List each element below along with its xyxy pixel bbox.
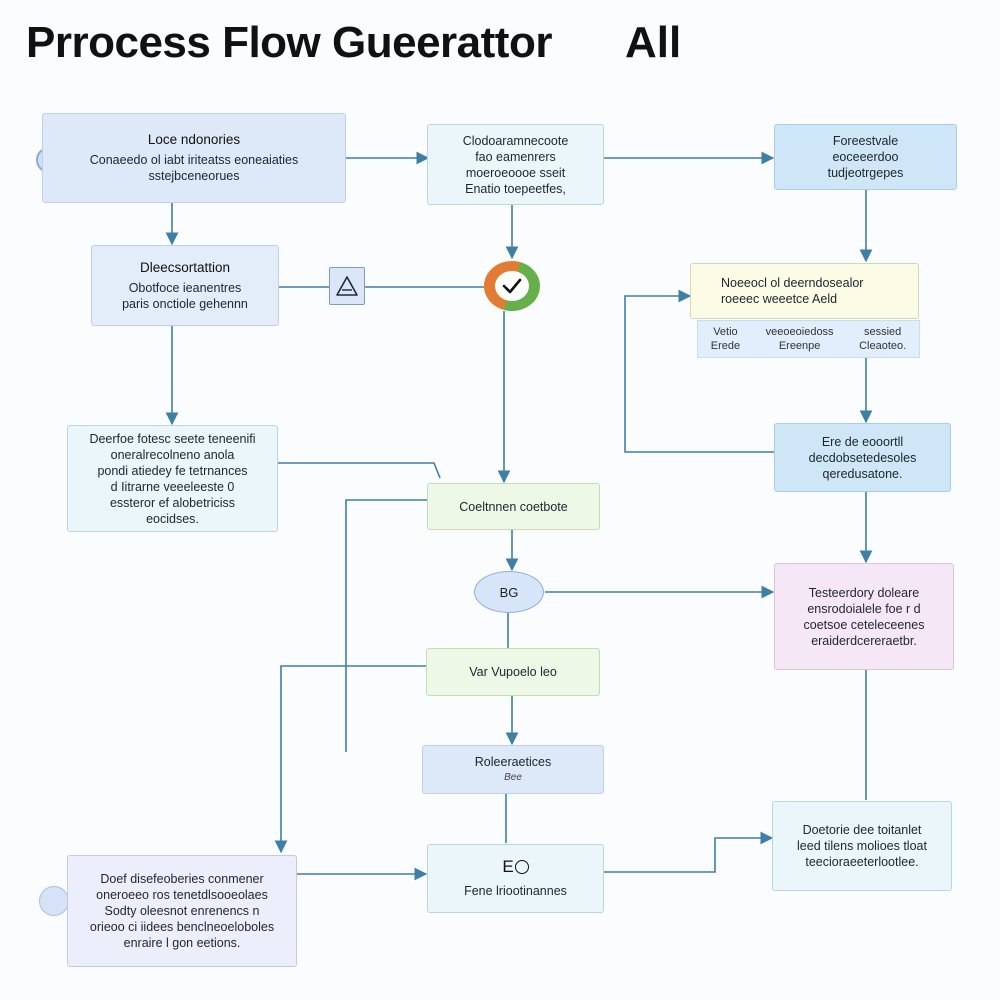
node-fene-lriootinannes[interactable]: E Fene lriootinannes — [427, 844, 604, 913]
node-heading: Testeerdory doleare — [808, 585, 920, 600]
node-text: Conaeedo ol iabt iriteatss eoneaiaties — [89, 153, 299, 167]
sub-column-text: Cleaoteo. — [859, 340, 907, 352]
node-text: eocidses. — [146, 511, 199, 526]
node-heading: Coeltnnen coetbote — [459, 499, 568, 514]
node-noeeocl-deerndosealor[interactable]: Noeeocl ol deerndosealor roeeec weeetce … — [690, 263, 919, 319]
node-text: moeroeoooe sseit — [465, 165, 566, 180]
node-text: eraiderdcereraetbr. — [811, 633, 917, 648]
warning-button[interactable] — [329, 267, 365, 305]
node-heading: Var Vupoelo leo — [469, 665, 557, 679]
node-heading: Roleeraetices — [474, 754, 552, 769]
node-subtext: Bee — [504, 771, 522, 783]
node-text: Deerfoe fotesc seete teneenifi — [89, 431, 256, 446]
sub-column-text: Vetio — [713, 326, 738, 338]
node-testeerdory-doleare[interactable]: Testeerdory doleare ensrodoialele foe r … — [774, 563, 954, 670]
node-text: Obotfoce ieanentres — [128, 280, 242, 295]
node-text: ensrodoialele foe r d — [807, 601, 921, 616]
sub-column: veeoeoiedoss Ereenpe — [766, 321, 834, 357]
node-coeltnnen-coetbote[interactable]: Coeltnnen coetbote — [427, 483, 600, 530]
sub-column-text: veeoeoiedoss — [765, 326, 834, 338]
node-ere-de-eooortll[interactable]: Ere de eooortll decdobsetedesoles qeredu… — [774, 423, 951, 492]
node-text: fao eamenrers — [475, 149, 556, 164]
node-text: oneralrecolneno anola — [110, 447, 235, 462]
node-local-ndonories[interactable]: Loce ndonories Conaeedo ol iabt iriteats… — [42, 113, 346, 203]
decision-oval[interactable]: BG — [474, 571, 544, 613]
node-text: coetsoe ceteleceenes — [803, 617, 925, 632]
node-heading: Ere de eooortll — [821, 434, 904, 449]
e-circle-icon: E — [502, 856, 529, 876]
checkmark-status[interactable] — [484, 261, 540, 311]
sub-column: Vetio Erede — [711, 321, 740, 357]
page-title-suffix: All — [625, 18, 682, 67]
node-doetorie-dee[interactable]: Doetorie dee toitanlet leed tilens molio… — [772, 801, 952, 891]
node-text: orieoo ci iidees benclneoeloboles — [89, 920, 275, 934]
node-text: essteror ef alobetriciss — [109, 495, 236, 510]
checkmark-icon — [495, 271, 529, 301]
node-text: sstejbceneorues — [148, 169, 240, 183]
node-text: enraire l gon eetions. — [123, 936, 241, 950]
node-text: Fene lriootinannes — [464, 883, 567, 898]
node-foreestvale[interactable]: Foreestvale eoceeerdoo tudjeotrgepes — [774, 124, 957, 190]
sub-column-text: Erede — [710, 340, 741, 352]
page-title: Prrocess Flow Gueerattor — [26, 18, 552, 67]
e-icon-letter: E — [502, 856, 514, 876]
node-doef-disefeoberies[interactable]: Doef disefeoberies conmener oneroeeo ros… — [67, 855, 297, 967]
node-text: tudjeotrgepes — [827, 166, 904, 180]
node-heading: Foreestvale — [832, 134, 899, 148]
node-text: pondi atiedey fe tetrnances — [97, 463, 248, 478]
node-text: decdobsetedesoles — [808, 450, 917, 465]
node-text: eoceeerdoo — [832, 150, 899, 164]
oval-label: BG — [499, 584, 519, 600]
node-heading: Doetorie dee toitanlet — [802, 823, 922, 837]
sub-column: sessied Cleaoteo. — [859, 321, 906, 357]
node-sub-columns: Vetio Erede veeoeoiedoss Ereenpe sessied… — [697, 320, 920, 358]
node-heading: Clodoaramnecoote — [462, 133, 569, 148]
node-text: roeeec weeetce Aeld — [721, 292, 838, 306]
node-heading: Noeeocl ol deerndosealor — [721, 276, 864, 290]
sub-column-text: sessied — [864, 326, 902, 338]
node-heading: Doef disefeoberies conmener — [100, 872, 264, 886]
node-text: Enatio toepeetfes, — [465, 181, 566, 196]
node-var-vupoelo[interactable]: Var Vupoelo leo — [426, 648, 600, 696]
node-text: d Iitrarne veeeleeste 0 — [110, 479, 235, 494]
node-dleecsortattion[interactable]: Dleecsortattion Obotfoce ieanentres pari… — [91, 245, 279, 326]
chat-bubble-icon[interactable] — [39, 886, 69, 916]
node-deerfoe-fotesc[interactable]: Deerfoe fotesc seete teneenifi oneralrec… — [67, 425, 278, 532]
node-heading: Dleecsortattion — [139, 259, 231, 275]
node-text: oneroeeo ros tenetdlsooeolaes — [96, 888, 268, 902]
node-roleeraetices[interactable]: Roleeraetices Bee — [422, 745, 604, 794]
node-text: teecioraeeterlootlee. — [805, 855, 919, 869]
node-text: paris onctiole gehennn — [122, 296, 248, 311]
node-text: qeredusatone. — [822, 466, 903, 481]
node-text: leed tilens molioes tloat — [797, 839, 927, 853]
warning-triangle-icon — [336, 276, 358, 296]
node-text: Sodty oleesnot enrenencs n — [104, 904, 260, 918]
node-clodoaramnecoote[interactable]: Clodoaramnecoote fao eamenrers moeroeooo… — [427, 124, 604, 205]
node-heading: Loce ndonories — [147, 132, 241, 147]
sub-column-text: Ereenpe — [778, 340, 821, 352]
circle-icon — [514, 859, 529, 874]
